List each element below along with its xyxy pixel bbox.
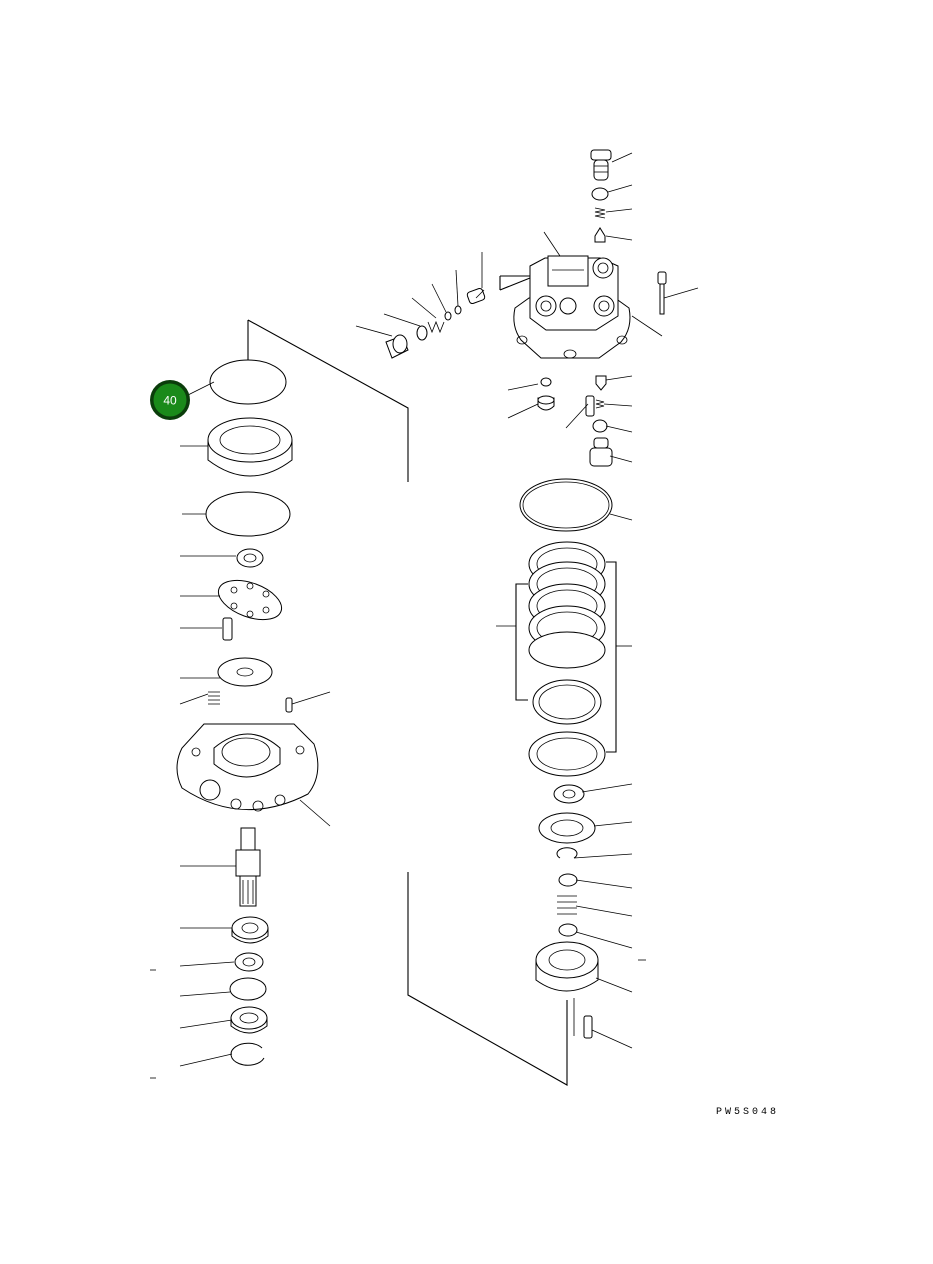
side-valve-parts [385, 287, 486, 359]
leader-lines [150, 152, 699, 1079]
oil-seal [230, 1006, 268, 1034]
seal-o-ring-lower [205, 491, 291, 537]
drawing-code: PW5S048 [716, 1107, 779, 1118]
brake-seal-ring [519, 478, 613, 532]
pin-small [222, 617, 233, 641]
lower-valve-parts [537, 375, 613, 467]
housing-bolts [657, 271, 667, 315]
thrust-plate [217, 657, 273, 687]
seal-o-ring [209, 359, 287, 405]
callout-label-40: 40 [163, 394, 177, 408]
relief-valve-stack [590, 149, 612, 243]
small-bearing [234, 952, 264, 972]
cover-ring [207, 417, 293, 477]
drive-shaft [235, 827, 261, 907]
motor-housing [499, 255, 631, 359]
snap-ring [230, 1042, 265, 1066]
brake-plate-stack [515, 541, 617, 777]
spacer-disc [229, 977, 267, 1001]
lower-bearing-stack [535, 784, 599, 1039]
shaft-bearing-small [236, 548, 264, 568]
assembly-bracket-lines [247, 319, 568, 1086]
swash-plate [217, 579, 283, 621]
cylinder-housing [176, 723, 319, 812]
spring-and-pin [208, 691, 293, 713]
roller-bearing [231, 916, 269, 944]
callout-badge-40[interactable]: 40 [150, 380, 190, 420]
